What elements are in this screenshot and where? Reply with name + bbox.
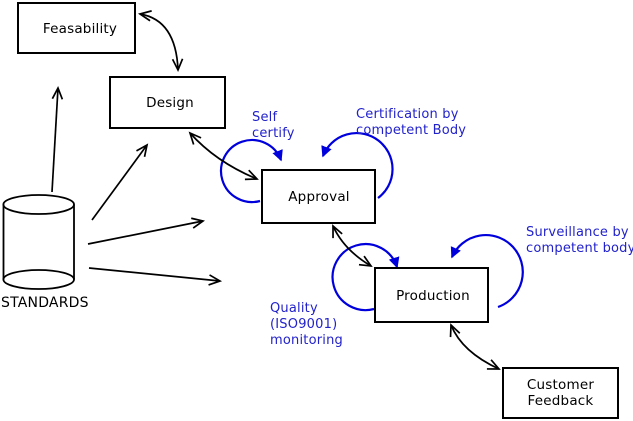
self-certify-annotation: Self certify xyxy=(252,110,295,141)
feasability-node: Feasability xyxy=(17,2,136,54)
surveillance-annotation: Surveillance by competent body xyxy=(526,225,633,256)
approval-node: Approval xyxy=(261,169,376,224)
standards-cylinder xyxy=(2,194,75,290)
arrow-standards-to-feasability xyxy=(51,85,64,193)
arrow-feasability-design xyxy=(137,10,184,73)
surveillance-loop-arc xyxy=(450,234,524,309)
design-label: Design xyxy=(146,95,194,111)
customer-feedback-label-line2: Feedback xyxy=(528,393,594,409)
customer-feedback-label-line1: Customer xyxy=(527,377,594,393)
certification-annotation: Certification by competent Body xyxy=(356,107,466,138)
production-node: Production xyxy=(374,267,489,323)
svg-text:monitoring: monitoring xyxy=(270,333,343,348)
svg-text:certify: certify xyxy=(252,126,295,141)
quality-monitoring-annotation: Quality (ISO9001) monitoring xyxy=(270,301,343,348)
svg-text:Surveillance by: Surveillance by xyxy=(526,225,629,240)
customer-feedback-node: Customer Feedback xyxy=(502,367,619,419)
svg-text:competent body: competent body xyxy=(526,241,633,256)
certification-loop-arc xyxy=(321,132,394,199)
arrow-standards-to-approval xyxy=(87,217,206,245)
arrow-standards-to-design xyxy=(91,143,149,221)
arrow-design-approval xyxy=(188,131,259,181)
approval-label: Approval xyxy=(288,189,350,205)
arrow-production-feedback xyxy=(449,323,501,370)
svg-text:(ISO9001): (ISO9001) xyxy=(270,317,337,332)
arrow-standards-to-production xyxy=(88,267,223,286)
production-label: Production xyxy=(396,288,470,304)
feasability-label: Feasability xyxy=(43,21,117,37)
svg-text:Certification by: Certification by xyxy=(356,107,459,122)
svg-text:Quality: Quality xyxy=(270,301,318,316)
arrow-approval-production xyxy=(332,224,373,268)
svg-text:Self: Self xyxy=(252,110,277,125)
design-node: Design xyxy=(109,76,226,129)
svg-text:competent Body: competent Body xyxy=(356,123,466,138)
standards-label: STANDARDS xyxy=(1,295,89,311)
